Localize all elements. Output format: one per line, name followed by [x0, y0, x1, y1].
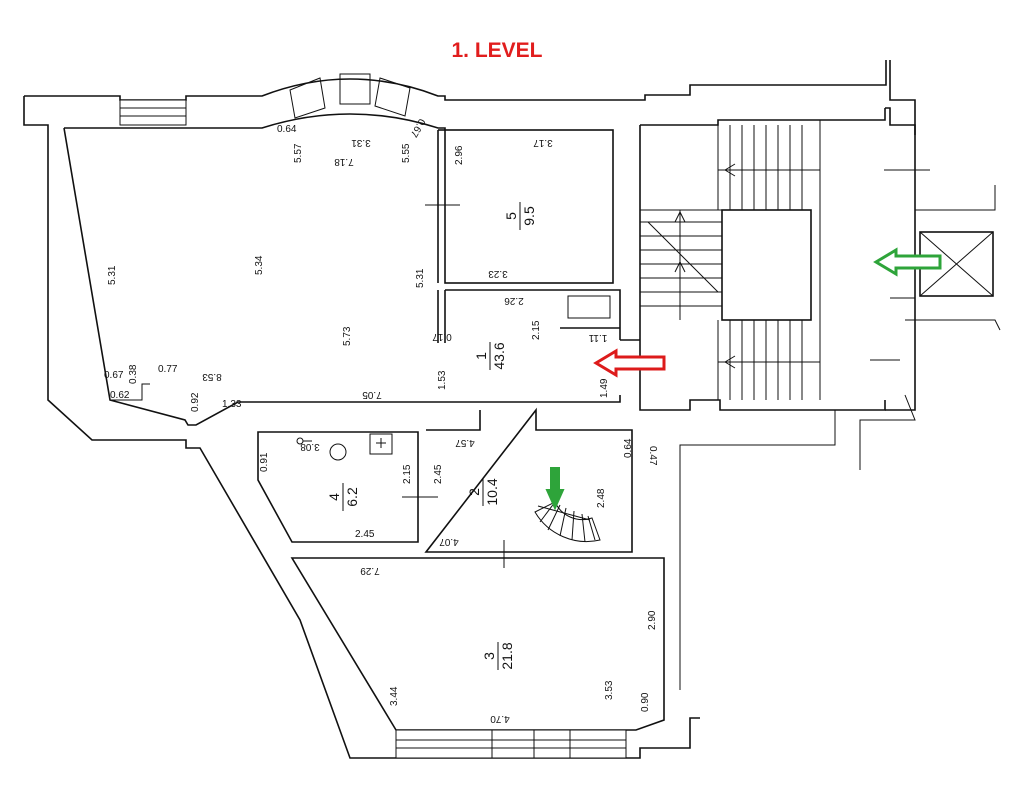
- dim-label: 1.49: [599, 378, 610, 398]
- dim-label: 1.11: [588, 332, 607, 343]
- spiral-stair: [534, 501, 601, 543]
- right-walls: [679, 60, 1001, 690]
- room-number: 2: [466, 488, 482, 496]
- dim-label: 3.17: [533, 137, 553, 148]
- room-number: 4: [326, 493, 342, 501]
- dim-label: 7.29: [360, 565, 380, 576]
- dim-label: 2.45: [355, 529, 375, 540]
- dim-label: 7.05: [362, 389, 382, 400]
- dim-label: 2.90: [647, 610, 658, 630]
- dim-label: 4.70: [490, 713, 510, 724]
- dim-label: 3.23: [488, 268, 508, 279]
- room-area: 6.2: [344, 487, 360, 507]
- dim-label: 3.44: [389, 686, 400, 706]
- green-down-arrow-icon: [545, 467, 565, 511]
- room-5: [425, 129, 614, 284]
- room-1-partition: [437, 289, 640, 343]
- dim-label: 2.96: [454, 145, 465, 165]
- room-label-5: 5 9.5: [503, 202, 537, 230]
- dim-label: 1.33: [222, 399, 242, 410]
- dim-label: 2.48: [596, 488, 607, 508]
- dim-label: 3.31: [351, 137, 371, 148]
- dimension-labels: 0.64 5.57 3.31 7.18 5.55 0.67 2.96 3.17 …: [104, 117, 658, 725]
- room-number: 3: [481, 652, 497, 660]
- stair-hall: [639, 107, 930, 411]
- room-area: 43.6: [491, 342, 507, 369]
- dim-label: 0.77: [158, 364, 178, 375]
- room-number: 5: [503, 212, 519, 220]
- outer-walls: [23, 60, 887, 759]
- dim-label: 5.73: [342, 326, 353, 346]
- dim-label: 0.64: [277, 124, 297, 135]
- room-2: [424, 407, 633, 568]
- dim-label: 5.57: [293, 143, 304, 163]
- dim-label: 0.62: [110, 390, 130, 401]
- dim-label: 8.53: [202, 371, 222, 382]
- room-label-4: 4 6.2: [326, 483, 360, 511]
- dim-label: 2.26: [504, 295, 524, 306]
- dim-label: 5.34: [254, 255, 265, 275]
- dim-label: 2.15: [402, 464, 413, 484]
- dim-label: 1.53: [437, 370, 448, 390]
- room-area: 10.4: [484, 478, 500, 505]
- dim-label: 0.90: [640, 692, 651, 712]
- dim-label: 2.45: [433, 464, 444, 484]
- room-area: 9.5: [521, 206, 537, 226]
- dim-label: 5.55: [401, 143, 412, 163]
- dim-label: 2.15: [531, 320, 542, 340]
- dim-label: 5.31: [415, 268, 426, 288]
- room-area: 21.8: [499, 642, 515, 669]
- room-4: [257, 431, 438, 543]
- dim-label: 0.17: [432, 331, 452, 342]
- dim-label: 4.07: [439, 536, 459, 547]
- red-entry-arrow-icon: [593, 348, 666, 378]
- dim-label: 3.08: [300, 441, 320, 452]
- plan-title: 1. LEVEL: [451, 39, 542, 62]
- dim-label: 7.18: [334, 156, 354, 167]
- room-label-2: 2 10.4: [466, 478, 500, 506]
- dim-label: 0.91: [259, 452, 270, 472]
- windows-top: [119, 73, 411, 126]
- dim-label: 5.31: [107, 265, 118, 285]
- dim-label: 0.64: [623, 438, 634, 458]
- dim-label: 4.57: [455, 437, 475, 448]
- green-arrow-icon: [873, 247, 942, 277]
- room-label-1: 1 43.6: [473, 342, 507, 370]
- wall-niche: [110, 383, 150, 401]
- room-number: 1: [473, 352, 489, 360]
- dim-label: 0.38: [128, 364, 139, 384]
- dim-label: 0.47: [647, 446, 658, 466]
- dim-label: 3.53: [604, 680, 615, 700]
- dim-label: 0.67: [104, 370, 124, 381]
- dim-label: 0.92: [190, 392, 201, 412]
- room-3: [290, 557, 665, 759]
- room-label-3: 3 21.8: [481, 642, 515, 670]
